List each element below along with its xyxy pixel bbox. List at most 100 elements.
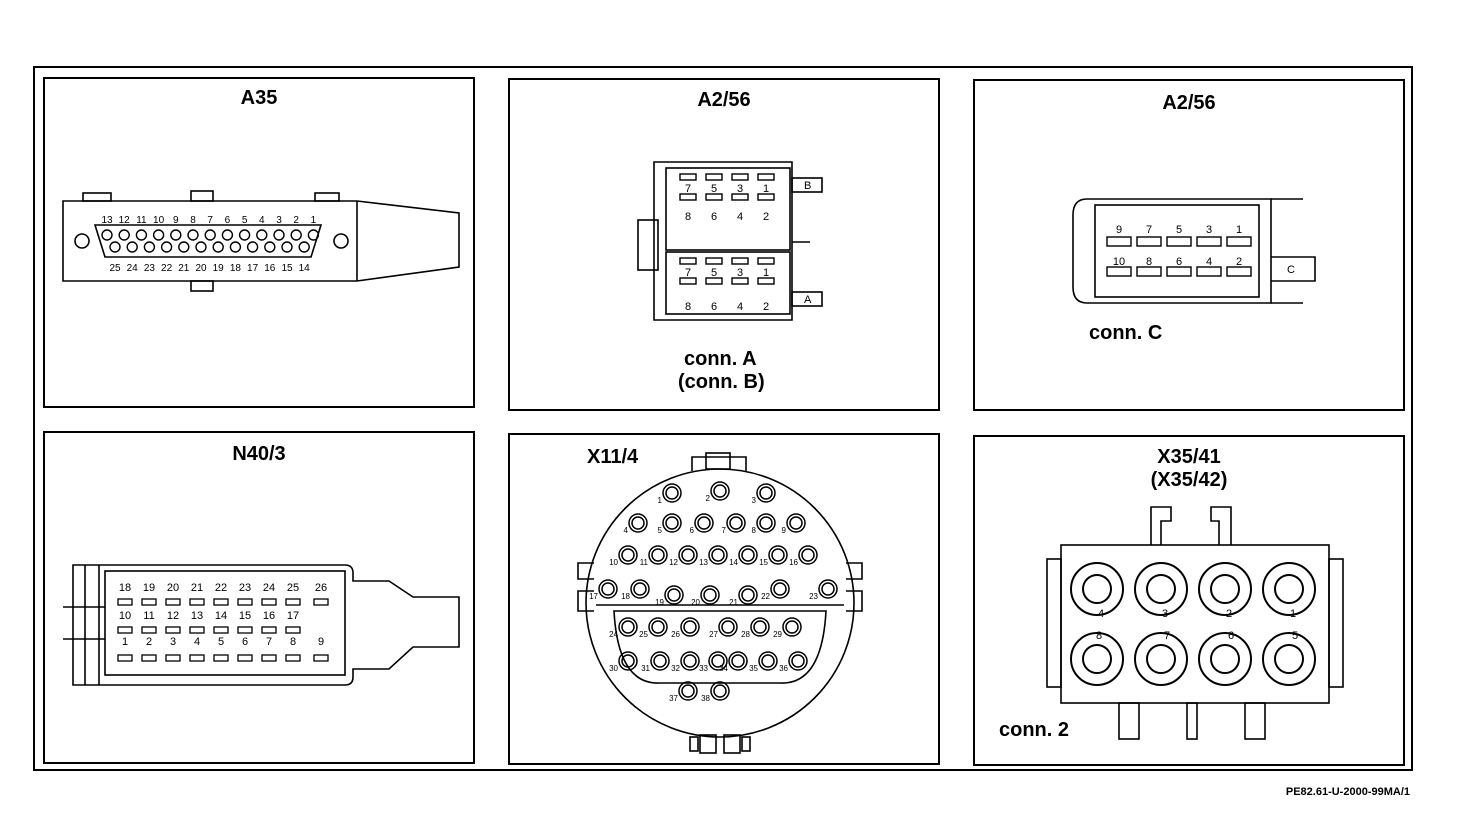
pin-hole xyxy=(221,229,234,241)
pin-socket xyxy=(598,579,618,599)
pin-label: 1 xyxy=(122,636,128,648)
pin-socket-inner xyxy=(1210,644,1240,674)
pin-socket xyxy=(618,617,638,637)
pin-label: 20 xyxy=(691,598,700,607)
pin-label: 2 xyxy=(763,301,769,313)
pin-socket-inner xyxy=(683,654,697,668)
pin-label: 24 xyxy=(609,630,618,639)
pin-label: 7 xyxy=(1146,224,1152,236)
pin-label: 3 xyxy=(276,215,282,226)
pin-label: 17 xyxy=(589,592,598,601)
pin-label: 2 xyxy=(1226,608,1232,620)
caption-conn-2: conn. 2 xyxy=(999,719,1070,741)
pin-hole xyxy=(135,229,148,241)
pin-socket xyxy=(738,545,758,565)
pin-socket-inner xyxy=(741,588,755,602)
pin-socket-inner xyxy=(665,516,679,530)
pin-socket-inner xyxy=(1146,574,1176,604)
pin-socket-inner xyxy=(631,516,645,530)
pin-socket xyxy=(756,513,776,533)
pin-slot xyxy=(679,257,697,265)
pin-slot xyxy=(141,626,157,634)
pin-slot xyxy=(757,257,775,265)
pin-label: 7 xyxy=(266,636,272,648)
pin-slot xyxy=(285,626,301,634)
pin-socket-inner xyxy=(665,486,679,500)
pin-slot xyxy=(757,193,775,201)
pin-hole xyxy=(256,229,268,241)
pin-hole xyxy=(212,241,224,253)
pin-socket xyxy=(738,585,758,605)
pin-slot xyxy=(165,626,181,634)
pin-label: 2 xyxy=(1236,256,1242,268)
pin-slot xyxy=(141,654,157,662)
pin-socket xyxy=(648,545,668,565)
pin-label: 6 xyxy=(242,636,248,648)
pin-socket-inner xyxy=(681,548,695,562)
pin-socket xyxy=(662,483,682,503)
caption-conn-a: conn. A xyxy=(684,348,757,370)
pin-socket xyxy=(786,513,806,533)
pin-socket-inner xyxy=(633,582,647,596)
pin-slot xyxy=(165,598,181,606)
pin-hole xyxy=(264,241,276,253)
pin-label: 38 xyxy=(701,694,710,703)
panel-title: A2/56 xyxy=(697,89,751,111)
pin-slot xyxy=(705,257,723,265)
panel-title: X11/4 xyxy=(587,446,639,468)
pin-label: 3 xyxy=(737,267,743,279)
pin-label: 9 xyxy=(782,526,787,535)
pin-label: 23 xyxy=(144,263,156,274)
pin-label: 14 xyxy=(299,263,311,274)
pin-socket xyxy=(710,681,730,701)
pin-socket-inner xyxy=(667,588,681,602)
pin-label: 29 xyxy=(773,630,782,639)
pin-socket xyxy=(680,651,700,671)
pin-slot xyxy=(189,626,205,634)
pin-socket xyxy=(768,545,788,565)
pin-socket-inner xyxy=(621,548,635,562)
pin-socket-inner xyxy=(731,654,745,668)
pin-slot xyxy=(1106,266,1132,277)
pin-label: 24 xyxy=(127,263,139,274)
pin-label: 8 xyxy=(290,636,296,648)
pin-label: 5 xyxy=(711,267,717,279)
pin-hole xyxy=(298,241,310,253)
pin-slot xyxy=(261,654,277,662)
pin-label: 19 xyxy=(213,263,225,274)
pin-label: 30 xyxy=(609,664,618,673)
pin-slot xyxy=(1196,236,1222,247)
pin-socket xyxy=(718,617,738,637)
pin-label: 18 xyxy=(621,592,630,601)
pin-socket-inner xyxy=(785,620,799,634)
pin-socket-inner xyxy=(601,582,615,596)
pin-slot xyxy=(237,598,253,606)
pin-label: 3 xyxy=(752,496,757,505)
pin-label: 35 xyxy=(749,664,758,673)
pin-socket-inner xyxy=(683,620,697,634)
pin-label: 28 xyxy=(741,630,750,639)
pin-label: 2 xyxy=(146,636,152,648)
pin-socket xyxy=(708,545,728,565)
pin-slot xyxy=(213,626,229,634)
pin-label: 4 xyxy=(194,636,200,648)
pin-label: 6 xyxy=(711,301,717,313)
pin-label: 3 xyxy=(1206,224,1212,236)
pin-label: 8 xyxy=(1146,256,1152,268)
pin-socket-inner xyxy=(1210,574,1240,604)
pin-slot xyxy=(705,193,723,201)
pin-socket-inner xyxy=(721,620,735,634)
pin-socket-inner xyxy=(771,548,785,562)
pin-slot xyxy=(285,654,301,662)
pin-hole xyxy=(187,229,199,241)
caption-conn-b: (conn. B) xyxy=(678,371,765,393)
pin-hole xyxy=(160,241,173,253)
pin-socket-inner xyxy=(773,582,787,596)
pin-label: 3 xyxy=(170,636,176,648)
